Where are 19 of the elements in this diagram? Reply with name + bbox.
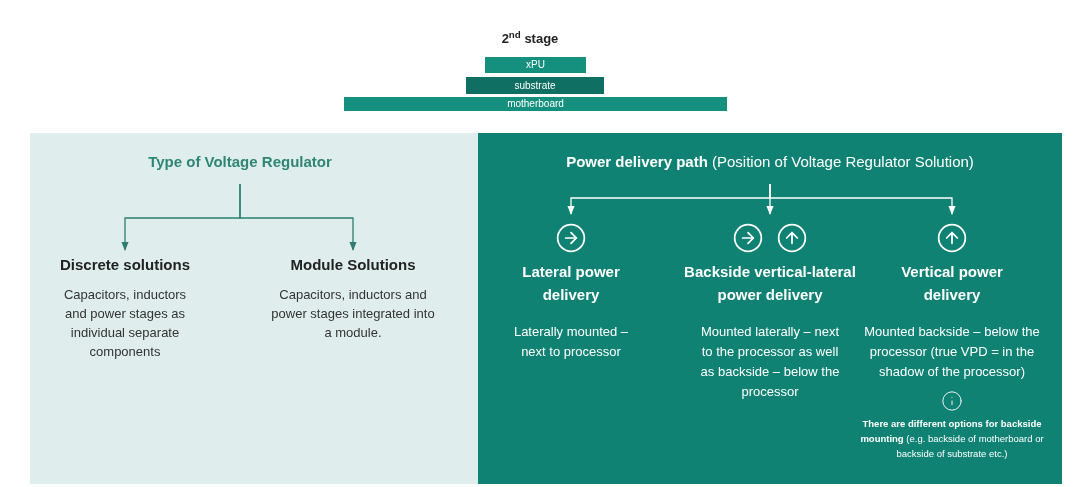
heading: Power delivery path (Position of Voltage Regulator Solution) bbox=[530, 150, 1010, 174]
note: There are different options for backside mounting (e.g. backside of motherboard or backside of substrate etc.) bbox=[859, 417, 1045, 461]
description: Capacitors, inductors and power stages as individual separate components bbox=[62, 285, 188, 361]
heading: Discrete solutions bbox=[59, 255, 190, 275]
heading: Module Solutions bbox=[290, 255, 416, 275]
heading: Vertical power delivery bbox=[900, 262, 1004, 305]
layer-bar: substrate bbox=[466, 77, 604, 94]
stage-title: 2$^{nd}$ stage bbox=[500, 29, 560, 48]
heading: Lateral power delivery bbox=[521, 262, 621, 305]
description: Capacitors, inductors and power stages integrated into a module. bbox=[270, 285, 436, 342]
layer-bar: motherboard bbox=[344, 97, 727, 111]
layer-bar: xPU bbox=[485, 57, 586, 73]
heading: Backside vertical-lateral power delivery bbox=[683, 262, 857, 305]
description: Mounted laterally – next to the processor as well as backside – below the processor bbox=[699, 323, 841, 401]
arrow bbox=[239, 183, 357, 251]
arrow bbox=[769, 183, 956, 215]
description: Mounted backside – below the processor (true VPD = in the shadow of the processor) bbox=[863, 323, 1041, 381]
heading: Type of Voltage Regulator bbox=[90, 150, 390, 174]
description: Laterally mounted – next to processor bbox=[512, 323, 630, 361]
